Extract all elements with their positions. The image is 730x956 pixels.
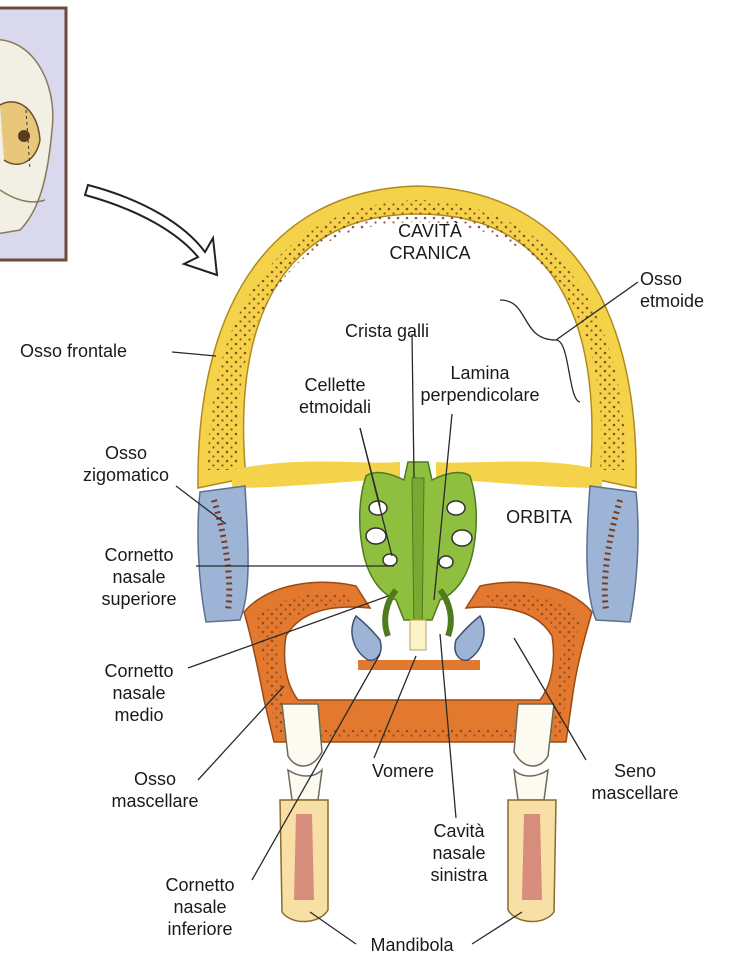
inferior-turbinate-left <box>352 616 381 660</box>
label-cavita-cranica: CAVITÀ CRANICA <box>360 220 500 264</box>
inset-skull-thumbnail <box>0 8 66 260</box>
zygomatic-bone-right <box>587 486 638 622</box>
label-vomere: Vomere <box>348 760 458 782</box>
label-cornetto-nasale-medio: Cornetto nasale medio <box>84 660 194 726</box>
zygomatic-bone-left <box>198 486 248 622</box>
ethmoid-bone <box>360 462 477 650</box>
label-osso-mascellare: Osso mascellare <box>90 768 220 812</box>
label-cellette-etmoidali: Cellette etmoidali <box>280 374 390 418</box>
inferior-turbinate-right <box>455 616 484 660</box>
label-seno-mascellare: Seno mascellare <box>570 760 700 804</box>
label-orbita: ORBITA <box>484 506 594 528</box>
label-mandibola: Mandibola <box>352 934 472 956</box>
label-osso-frontale: Osso frontale <box>20 340 180 362</box>
label-osso-zigomatico: Osso zigomatico <box>66 442 186 486</box>
pointer-arrow <box>85 185 217 275</box>
label-crista-galli: Crista galli <box>322 320 452 342</box>
label-lamina-perpendicolare: Lamina perpendicolare <box>404 362 556 406</box>
label-osso-etmoide: Osso etmoide <box>640 268 724 312</box>
label-cavita-nasale-sinistra: Cavità nasale sinistra <box>404 820 514 886</box>
label-cornetto-nasale-inferiore: Cornetto nasale inferiore <box>140 874 260 940</box>
label-cornetto-nasale-superiore: Cornetto nasale superiore <box>84 544 194 610</box>
